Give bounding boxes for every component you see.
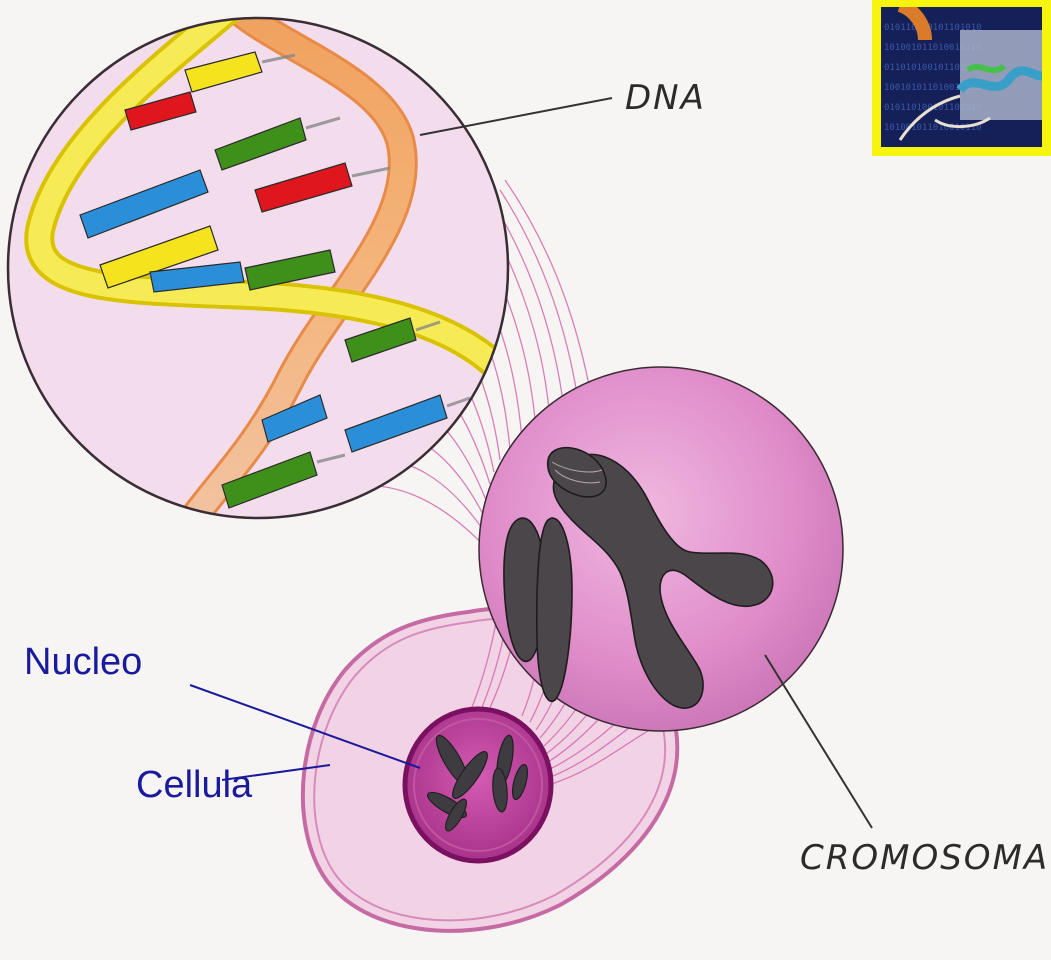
svg-text:101001011010010110: 101001011010010110 bbox=[884, 123, 982, 133]
cell-label: Cellula bbox=[136, 764, 252, 807]
nucleus bbox=[405, 709, 551, 861]
nucleus-label: Nucleo bbox=[24, 641, 142, 684]
dna-magnifier bbox=[8, 0, 508, 540]
chromosome-magnifier bbox=[479, 367, 843, 731]
dna-helix-thumbnail-icon: 010110100101101010 101001011010010110 01… bbox=[881, 5, 1050, 147]
dna-label: DNA bbox=[625, 78, 706, 118]
chromosome-label: CROMOSOMA bbox=[800, 838, 1049, 878]
